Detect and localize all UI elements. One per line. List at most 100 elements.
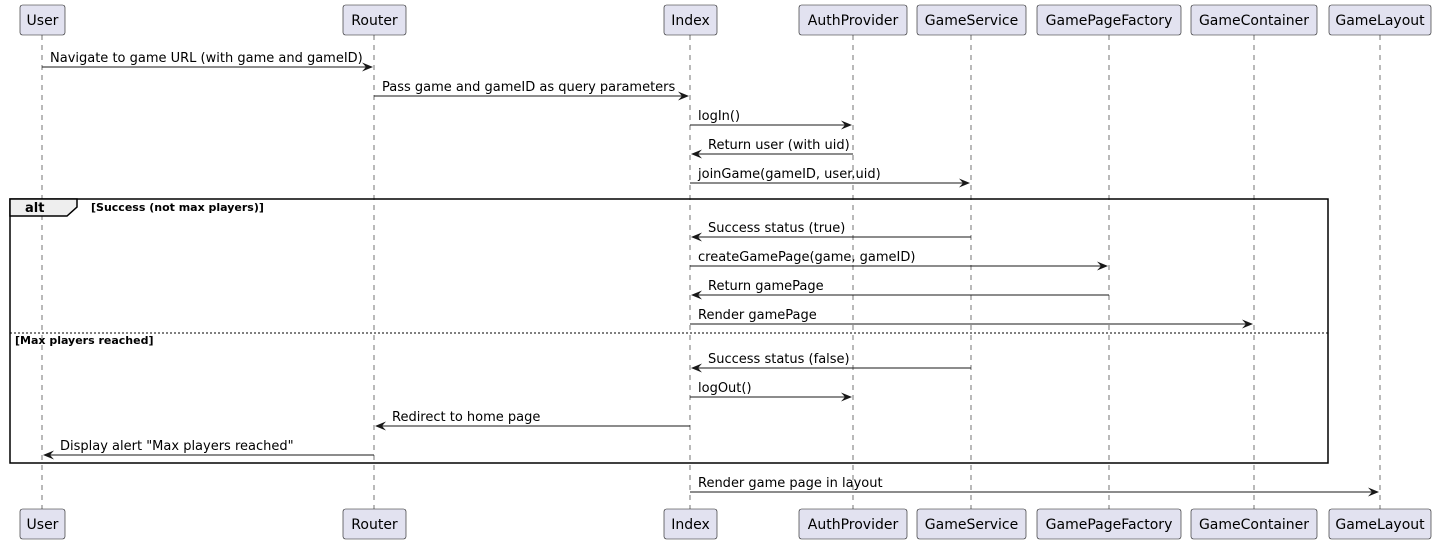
message-arrowhead — [43, 450, 54, 460]
message-arrowhead — [1097, 261, 1108, 271]
message-arrowhead — [691, 290, 702, 300]
participant-gamelayout-bottom: GameLayout — [1328, 508, 1432, 540]
participant-gamelayout-top: GameLayout — [1328, 4, 1432, 36]
message-arrowhead — [841, 392, 852, 402]
participant-label: GameService — [925, 517, 1018, 533]
participant-authprovider-bottom: AuthProvider — [798, 508, 908, 540]
participant-label: Router — [351, 517, 398, 533]
message-1: Navigate to game URL (with game and game… — [42, 51, 373, 72]
alt-frame: alt [Success (not max players)] [Max pla… — [9, 198, 1329, 464]
participant-label: GamePageFactory — [1046, 517, 1173, 533]
participant-label: Router — [351, 13, 398, 29]
participant-box — [19, 4, 66, 36]
participant-label: AuthProvider — [808, 13, 899, 29]
messages: Navigate to game URL (with game and game… — [42, 51, 1379, 497]
alt-guard-else: [Max players reached] — [15, 334, 154, 347]
participant-label: GameLayout — [1335, 13, 1425, 29]
participant-label: GameService — [925, 13, 1018, 29]
message-label: Render gamePage — [698, 308, 817, 323]
message-label: Navigate to game URL (with game and game… — [50, 51, 363, 66]
message-13: Display alert "Max players reached" — [43, 439, 374, 460]
participant-index-bottom: Index — [663, 508, 718, 540]
participant-box — [1328, 508, 1432, 540]
participant-index-top: Index — [663, 4, 718, 36]
participants: UserUserRouterRouterIndexIndexAuthProvid… — [19, 4, 1432, 540]
participant-user-top: User — [19, 4, 66, 36]
participant-gameservice-top: GameService — [916, 4, 1027, 36]
participant-box — [19, 508, 66, 540]
participant-gamecontainer-top: GameContainer — [1190, 4, 1318, 36]
participant-box — [663, 508, 718, 540]
message-7: createGamePage(game, gameID) — [690, 250, 1108, 271]
message-label: joinGame(gameID, user.uid) — [697, 167, 881, 182]
alt-frame-tab — [9, 198, 78, 217]
participant-gamepagefactory-top: GamePageFactory — [1036, 4, 1182, 36]
message-label: Render game page in layout — [698, 476, 883, 491]
participant-box — [1190, 508, 1318, 540]
participant-box — [1328, 4, 1432, 36]
message-4: Return user (with uid) — [691, 138, 853, 159]
message-10: Success status (false) — [691, 352, 971, 373]
message-11: logOut() — [690, 381, 852, 402]
participant-label: Index — [671, 13, 710, 29]
message-label: Return gamePage — [708, 279, 824, 294]
message-arrowhead — [691, 149, 702, 159]
alt-frame-border — [9, 198, 1329, 464]
participant-router-bottom: Router — [342, 508, 407, 540]
message-arrowhead — [1242, 319, 1253, 329]
lifelines — [41, 35, 1381, 509]
message-5: joinGame(gameID, user.uid) — [690, 167, 970, 188]
message-arrowhead — [1368, 487, 1379, 497]
message-2: Pass game and gameID as query parameters — [374, 80, 689, 101]
message-label: logOut() — [698, 381, 752, 396]
participant-authprovider-top: AuthProvider — [798, 4, 908, 36]
alt-keyword: alt — [25, 201, 44, 216]
message-3: logIn() — [690, 109, 852, 130]
message-8: Return gamePage — [691, 279, 1109, 300]
message-arrowhead — [959, 178, 970, 188]
message-arrowhead — [841, 120, 852, 130]
alt-guard-success: [Success (not max players)] — [91, 201, 264, 214]
participant-gamepagefactory-bottom: GamePageFactory — [1036, 508, 1182, 540]
message-arrowhead — [678, 91, 689, 101]
participant-label: GameContainer — [1199, 13, 1309, 29]
participant-label: GameLayout — [1335, 517, 1425, 533]
participant-box — [916, 508, 1027, 540]
message-9: Render gamePage — [690, 308, 1253, 329]
participant-box — [663, 4, 718, 36]
message-arrowhead — [362, 62, 373, 72]
participant-router-top: Router — [342, 4, 407, 36]
participant-user-bottom: User — [19, 508, 66, 540]
participant-gamecontainer-bottom: GameContainer — [1190, 508, 1318, 540]
participant-box — [342, 508, 407, 540]
message-arrowhead — [691, 363, 702, 373]
participant-label: GamePageFactory — [1046, 13, 1173, 29]
participant-label: AuthProvider — [808, 517, 899, 533]
message-label: Success status (false) — [708, 352, 850, 367]
participant-box — [798, 4, 908, 36]
participant-box — [342, 4, 407, 36]
participant-box — [1036, 4, 1182, 36]
message-14: Render game page in layout — [690, 476, 1379, 497]
participant-box — [1036, 508, 1182, 540]
participant-label: GameContainer — [1199, 517, 1309, 533]
message-6: Success status (true) — [691, 221, 971, 242]
participant-label: User — [27, 517, 59, 533]
participant-label: User — [27, 13, 59, 29]
message-label: Redirect to home page — [392, 410, 540, 425]
participant-box — [1190, 4, 1318, 36]
message-label: Success status (true) — [708, 221, 845, 236]
participant-gameservice-bottom: GameService — [916, 508, 1027, 540]
message-12: Redirect to home page — [375, 410, 690, 431]
message-label: Return user (with uid) — [708, 138, 850, 153]
message-label: Pass game and gameID as query parameters — [382, 80, 676, 95]
participant-label: Index — [671, 517, 710, 533]
participant-box — [916, 4, 1027, 36]
message-arrowhead — [691, 232, 702, 242]
message-arrowhead — [375, 421, 386, 431]
participant-box — [798, 508, 908, 540]
message-label: Display alert "Max players reached" — [60, 439, 294, 454]
message-label: logIn() — [698, 109, 740, 124]
message-label: createGamePage(game, gameID) — [698, 250, 915, 265]
